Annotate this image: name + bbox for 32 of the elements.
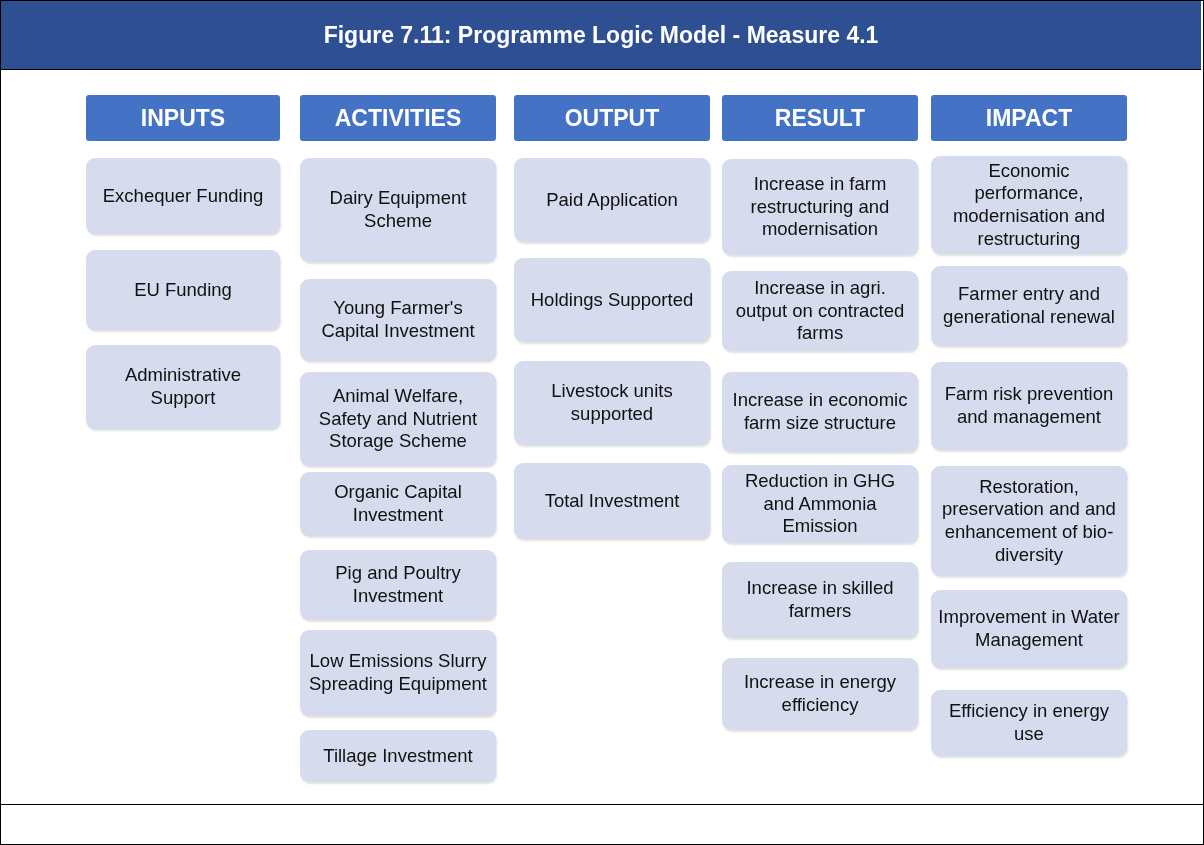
logic-box: Improvement in Water Management <box>931 590 1127 668</box>
logic-box: Total Investment <box>514 463 710 539</box>
logic-box: Farmer entry and generational renewal <box>931 266 1127 346</box>
logic-box: Animal Welfare, Safety and Nutrient Storage Scheme <box>300 372 496 466</box>
logic-box: Organic Capital Investment <box>300 472 496 536</box>
logic-box: Low Emissions Slurry Spreading Equipment <box>300 630 496 716</box>
logic-box: Holdings Supported <box>514 258 710 342</box>
figure-title: Figure 7.11: Programme Logic Model - Measure 4.1 <box>1 1 1201 70</box>
column-header: IMPACT <box>931 95 1127 141</box>
column-header: INPUTS <box>86 95 280 141</box>
logic-box: Increase in agri. output on contracted farms <box>722 271 918 351</box>
logic-box: Economic performance, modernisation and restructuring <box>931 156 1127 254</box>
column-header: OUTPUT <box>514 95 710 141</box>
column-header: RESULT <box>722 95 918 141</box>
logic-box: Young Farmer's Capital Investment <box>300 279 496 361</box>
column-header: ACTIVITIES <box>300 95 496 141</box>
logic-box: Paid Application <box>514 158 710 242</box>
logic-box: Administrative Support <box>86 345 280 429</box>
logic-box: Increase in energy efficiency <box>722 658 918 730</box>
logic-box: Increase in farm restructuring and modernisation <box>722 159 918 255</box>
logic-box: Dairy Equipment Scheme <box>300 158 496 262</box>
logic-box: Efficiency in energy use <box>931 690 1127 756</box>
logic-box: EU Funding <box>86 250 280 330</box>
logic-box: Restoration, preservation and and enhancement of bio-diversity <box>931 466 1127 576</box>
logic-box: Livestock units supported <box>514 361 710 445</box>
logic-box: Pig and Poultry Investment <box>300 550 496 620</box>
logic-box: Increase in economic farm size structure <box>722 372 918 452</box>
logic-box: Reduction in GHG and Ammonia Emission <box>722 465 918 543</box>
logic-box: Increase in skilled farmers <box>722 562 918 638</box>
logic-box: Exchequer Funding <box>86 158 280 234</box>
logic-box: Farm risk prevention and management <box>931 362 1127 450</box>
logic-box: Tillage Investment <box>300 730 496 782</box>
